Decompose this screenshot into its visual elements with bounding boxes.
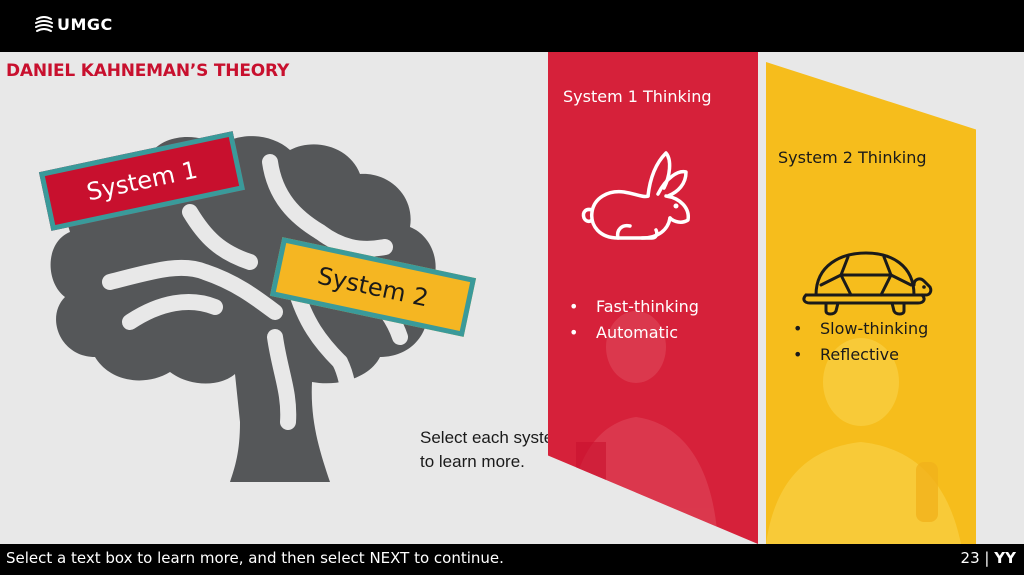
slide-canvas: DANIEL KAHNEMAN’S THEORY System 1 System… xyxy=(0,52,1024,544)
slide-number: 23 | YY xyxy=(961,549,1016,567)
logo-text: UMGC xyxy=(57,14,113,34)
page-number: 23 xyxy=(960,549,980,567)
footer-instruction: Select a text box to learn more, and the… xyxy=(6,549,504,567)
rabbit-icon xyxy=(581,151,690,240)
bottom-bar: Select a text box to learn more, and the… xyxy=(0,544,1024,575)
system-1-panel: System 1 Thinking Fast-thinking Automati… xyxy=(548,52,758,544)
bullet-item: Automatic xyxy=(566,320,699,346)
page-separator: | xyxy=(984,549,990,567)
system-2-panel: System 2 Thinking Slow-thinking Reflecti… xyxy=(766,62,976,544)
system-2-panel-title: System 2 Thinking xyxy=(778,148,927,167)
umgc-logo-icon xyxy=(35,16,53,32)
umgc-logo: UMGC xyxy=(34,14,113,34)
bullet-item: Reflective xyxy=(790,342,928,368)
system-2-bullet-list: Slow-thinking Reflective xyxy=(790,316,928,368)
slide-title: DANIEL KAHNEMAN’S THEORY xyxy=(6,61,290,81)
turtle-icon xyxy=(802,251,933,316)
course-code: YY xyxy=(994,549,1016,567)
top-bar: UMGC xyxy=(0,0,1024,52)
select-instruction: Select each system to learn more. xyxy=(420,428,568,471)
bullet-item: Fast-thinking xyxy=(566,294,699,320)
bullet-item: Slow-thinking xyxy=(790,316,928,342)
system-1-bullet-list: Fast-thinking Automatic xyxy=(566,294,699,346)
system-1-panel-title: System 1 Thinking xyxy=(563,87,712,106)
